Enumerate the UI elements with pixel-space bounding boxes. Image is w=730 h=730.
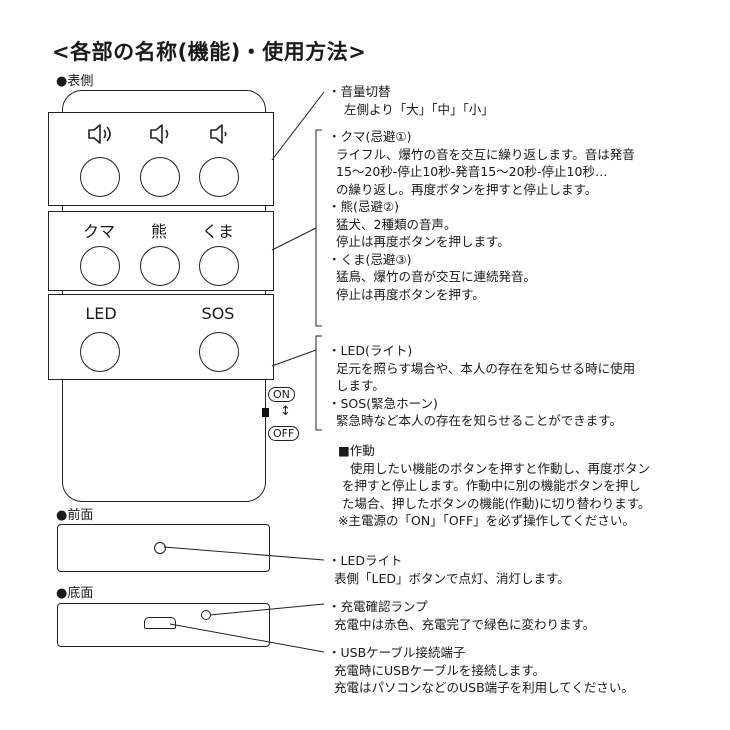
kuma-kanji-label: 熊 [150,222,167,241]
section-bottom-label: ●底面 [56,586,94,601]
note-line: 猛鳥、爆竹の音が交互に連続発音。 [336,269,537,284]
section-front-label: ●表側 [56,74,94,89]
bottom-view [57,603,270,647]
note-heading: ・クマ(忌避①) [328,129,412,144]
led-light-note: ・LEDライト 表側「LED」ボタンで点灯、消灯します。 [328,552,570,587]
note-line: します。 [336,378,385,393]
volume-high-button[interactable] [80,157,120,197]
modes-note: ・クマ(忌避①) ライフル、爆竹の音を交互に繰り返します。音は発音 15～20秒… [328,128,635,303]
note-heading: ・充電確認ランプ [328,599,428,614]
note-line: の繰り返し。再度ボタンを押すと停止します。 [336,181,598,197]
note-line: ※主電源の「ON」「OFF」を必ず操作してください。 [338,513,635,528]
note-line: 緊急時など本人の存在を知らせることができます。 [336,413,623,428]
note-line: 充電時にUSBケーブルを接続します。 [334,662,546,678]
note-line: 停止は再度ボタンを押す。 [336,286,485,302]
note-heading: ・くま(忌避③) [328,251,412,267]
volume-medium-button[interactable] [140,157,180,197]
led-button[interactable] [80,332,120,372]
note-line: ライフル、爆竹の音を交互に繰り返します。音は発音 [336,146,635,162]
led-label: LED [85,304,117,323]
note-line: を押すと停止します。作動中に別の機能ボタンを押し [342,478,641,493]
front-view [57,524,270,572]
note-heading: ・USBケーブル接続端子 [328,645,466,660]
usb-note: ・USBケーブル接続端子 充電時にUSBケーブルを接続します。 充電はパソコンな… [328,644,634,697]
usb-port [144,617,176,629]
note-line: 左側より「大」「中」「小」 [344,101,494,117]
sos-label: SOS [201,304,235,323]
led-sos-note: ・LED(ライト) 足元を照らす場合や、本人の存在を知らせる時に使用 します。 … [328,342,635,430]
kuma-hiragana-label: くま [201,222,234,241]
charge-lamp-note: ・充電確認ランプ 充電中は赤色、充電完了で緑色に変わります。 [328,598,595,633]
volume-medium-icon [148,122,174,150]
note-heading: ・LED(ライト) [328,343,413,358]
note-line: 15～20秒-停止10秒-発音15～20秒-停止10秒… [336,164,608,179]
note-heading: ・音量切替 [328,84,391,99]
note-line: 停止は再度ボタンを押します。 [336,234,510,249]
led-light [154,542,166,554]
volume-note: ・音量切替 左側より「大」「中」「小」 [328,83,494,118]
volume-low-icon [208,122,232,150]
kuma-hiragana-button[interactable] [199,246,239,286]
sos-button[interactable] [199,332,239,372]
volume-high-icon [86,122,116,150]
note-line: 表側「LED」ボタンで点灯、消灯します。 [334,570,570,586]
volume-low-button[interactable] [199,157,239,197]
kuma-kanji-button[interactable] [140,246,180,286]
switch-arrow-icon: ↕ [280,404,291,419]
note-heading: ・LEDライト [328,553,403,568]
note-line: 足元を照らす場合や、本人の存在を知らせる時に使用 [336,360,636,376]
page-title: <各部の名称(機能)・使用方法> [52,40,367,64]
note-heading: ■作動 [338,443,375,458]
operation-note: ■作動 使用したい機能のボタンを押すと作動し、再度ボタン を押すと停止します。作… [338,442,651,530]
note-line: 猛犬、2種類の音声。 [336,216,457,232]
power-switch[interactable] [262,408,269,417]
note-line: た場合、押したボタンの機能(作動)に切り替わります。 [342,495,651,511]
section-side-label: ●前面 [56,508,94,523]
switch-on-label: ON [268,387,295,402]
note-line: 充電中は赤色、充電完了で緑色に変わります。 [334,616,596,632]
note-heading: ・熊(忌避②) [328,199,399,214]
kuma-katakana-label: クマ [82,222,115,241]
kuma-katakana-button[interactable] [80,246,120,286]
note-line: 充電はパソコンなどのUSB端子を利用してください。 [334,680,634,695]
note-line: 使用したい機能のボタンを押すと作動し、再度ボタン [350,460,651,476]
switch-off-label: OFF [268,426,300,441]
note-heading: ・SOS(緊急ホーン) [328,395,438,411]
